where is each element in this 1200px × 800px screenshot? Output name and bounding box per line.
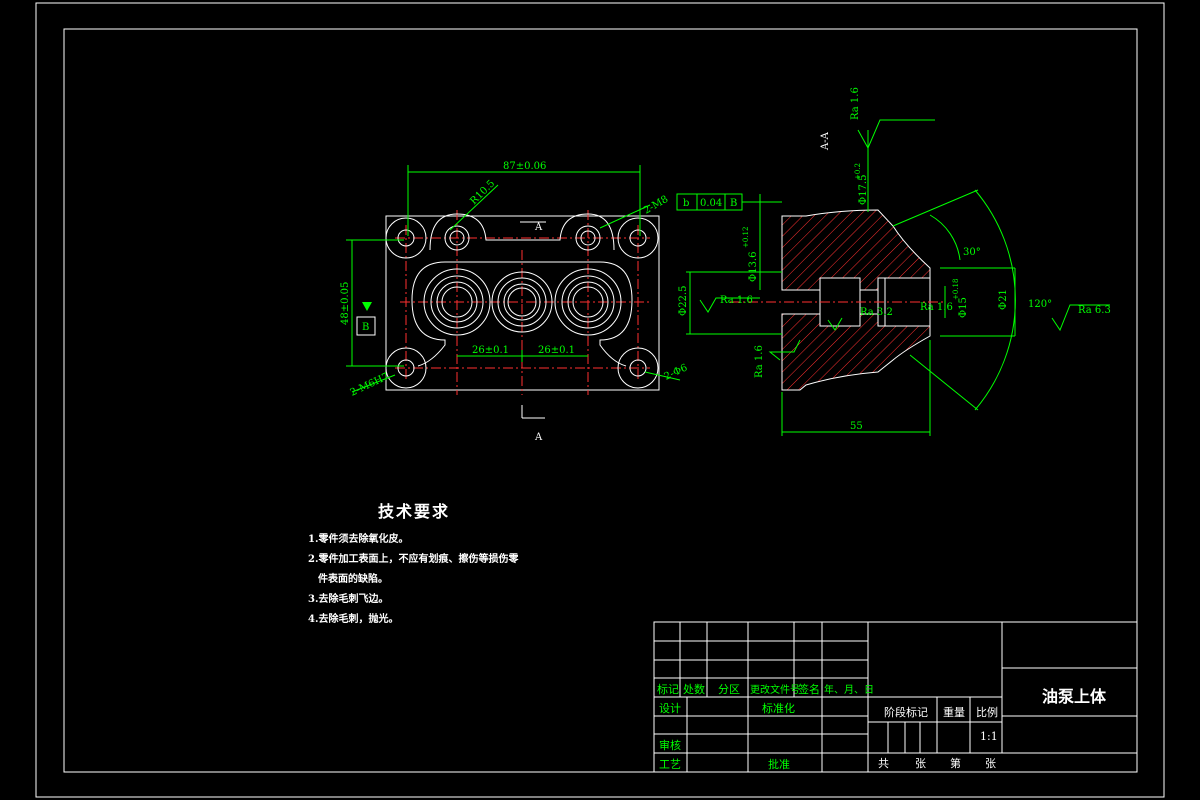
tolerance-value: 0.04 [700, 198, 722, 209]
label-sheet-no: 第 [950, 757, 961, 770]
section-view [676, 119, 1110, 436]
section-mark-bottom: A [534, 432, 543, 443]
dia-21: Φ21 [998, 289, 1009, 310]
label-approve: 批准 [768, 758, 790, 771]
dia-13-6-tol: +0.12 [742, 227, 750, 248]
label-process: 工艺 [659, 758, 681, 771]
dia-13-6: Φ13.6 [748, 252, 759, 282]
part-name: 油泵上体 [1042, 687, 1107, 706]
tech-requirements: 技术要求 1.零件须去除氧化皮。 2.零件加工表面上，不应有划痕、擦伤等损伤零 … [308, 498, 518, 630]
dim-spacing-left-label: 26±0.1 [472, 345, 509, 356]
dia-15-tol: +0.18 [952, 279, 960, 300]
label-standardize: 标准化 [762, 702, 795, 715]
dia-15: Φ15 [958, 297, 969, 318]
label-sheets-total: 共 [878, 757, 889, 770]
plan-view [346, 165, 681, 419]
tech-item: 件表面的缺陷。 [318, 574, 388, 585]
datum-label: B [362, 322, 369, 333]
label-change-doc: 更改文件号 [750, 685, 800, 696]
hole-top-label: 2-M8 [642, 194, 670, 217]
roughness-left: Ra 1.6 [720, 295, 753, 306]
hole-right-label: 2-Φ6 [663, 362, 690, 382]
label-review: 审核 [659, 739, 681, 752]
dia-17-5: Φ17.5 [858, 175, 869, 205]
roughness-top: Ra 1.6 [850, 87, 861, 120]
label-signature: 签名 [798, 683, 820, 696]
hole-radius-label: R10.5 [468, 178, 497, 207]
angle-30: 30° [963, 247, 981, 258]
outer-frame [35, 2, 1165, 798]
tech-item: 2.零件加工表面上，不应有划痕、擦伤等损伤零 [308, 554, 519, 565]
angle-120: 120° [1028, 299, 1052, 310]
tech-item: 3.去除毛刺飞边。 [308, 594, 389, 605]
tolerance-symbol: b [683, 198, 689, 209]
roughness-right: Ra 6.3 [1078, 305, 1111, 316]
inner-frame [63, 28, 1138, 773]
roughness-inner2: Ra 1.6 [920, 302, 953, 313]
section-title: A-A [820, 131, 831, 151]
label-mark: 标记 [657, 683, 679, 696]
roughness-bottom: Ra 1.6 [754, 345, 765, 378]
label-sheets-unit2: 张 [985, 757, 996, 770]
roughness-inner: Ra 3.2 [860, 307, 893, 318]
tech-item: 1.零件须去除氧化皮。 [308, 534, 409, 545]
dia-22-5: Φ22.5 [678, 286, 689, 316]
label-design: 设计 [659, 702, 681, 715]
dim-spacing-right-label: 26±0.1 [538, 345, 575, 356]
label-count: 处数 [683, 683, 705, 696]
title-block-grid [653, 621, 1138, 773]
hole-left-label: 2-M6H7 [349, 371, 391, 398]
scale-value: 1:1 [980, 730, 998, 743]
dim-width-label: 87±0.06 [503, 161, 546, 172]
tolerance-datum: B [730, 198, 737, 209]
tech-title: 技术要求 [378, 502, 451, 521]
section-mark-top: A [534, 222, 543, 233]
label-date: 年、月、日 [824, 685, 874, 696]
length-55: 55 [850, 421, 863, 432]
label-sheets-unit1: 张 [915, 757, 926, 770]
label-stage-mark: 阶段标记 [884, 706, 928, 719]
label-scale: 比例 [976, 706, 998, 719]
tech-item: 4.去除毛刺，抛光。 [308, 614, 399, 625]
label-zone: 分区 [718, 683, 740, 696]
label-weight: 重量 [943, 706, 965, 719]
dia-17-5-tol: +0.2 [854, 163, 862, 180]
dim-height-label: 48±0.05 [340, 282, 351, 325]
